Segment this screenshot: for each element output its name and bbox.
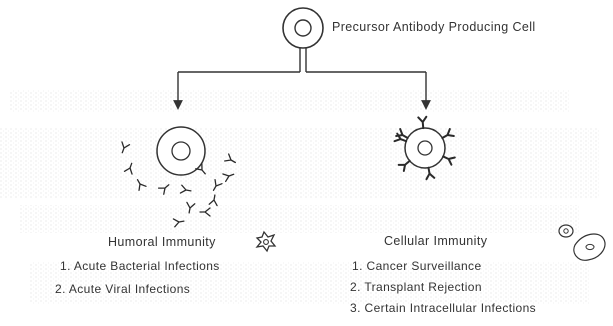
precursor-cell <box>283 8 323 48</box>
killer-lymphocyte <box>405 128 445 168</box>
humoral-heading: Humoral Immunity <box>108 235 216 249</box>
cellular-item-3: 3. Certain Intracellular Infections <box>350 301 536 315</box>
diagram-title: Precursor Antibody Producing Cell <box>332 20 536 34</box>
cellular-heading: Cellular Immunity <box>384 234 487 248</box>
cellular-item-1: 1. Cancer Surveillance <box>352 259 482 273</box>
branch-connector <box>178 48 426 72</box>
humoral-item-2: 2. Acute Viral Infections <box>55 282 190 296</box>
humoral-item-1: 1. Acute Bacterial Infections <box>60 259 220 273</box>
humoral-plasma-cell <box>157 127 205 175</box>
macrophage-icon <box>559 225 605 260</box>
receptor-icon <box>418 117 427 129</box>
star-cell-icon <box>257 232 275 251</box>
cellular-item-2: 2. Transplant Rejection <box>350 280 482 294</box>
